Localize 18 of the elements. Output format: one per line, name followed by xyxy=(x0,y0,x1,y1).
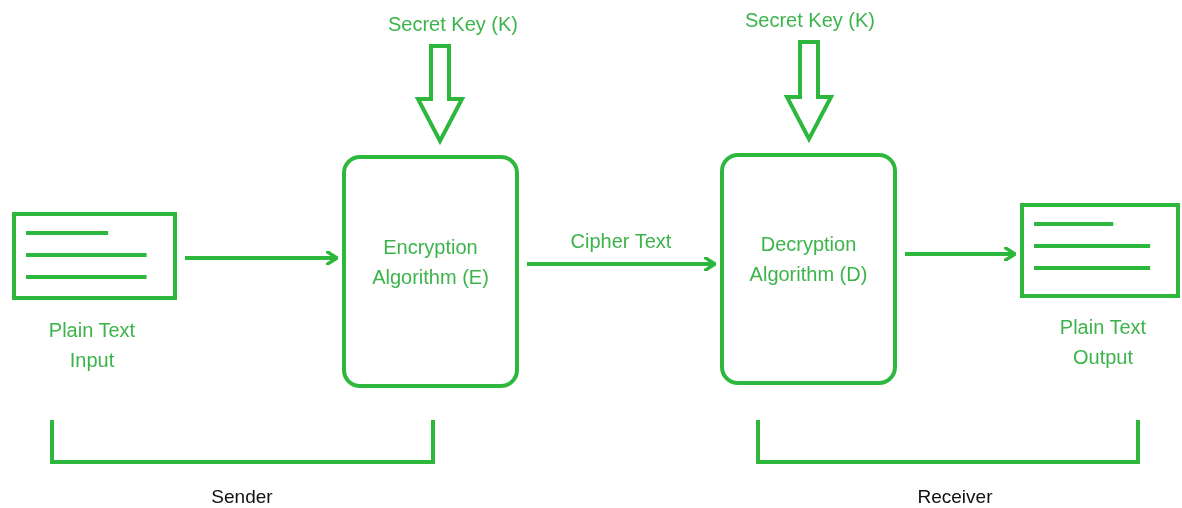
document-caption: Plain Text Output xyxy=(1058,315,1148,370)
hollow-arrow xyxy=(414,44,466,146)
group-label: Sender xyxy=(210,485,274,508)
document-icon xyxy=(12,212,177,300)
arrow xyxy=(905,245,1017,263)
process-box xyxy=(720,153,897,385)
key-label: Secret Key (K) xyxy=(722,4,898,36)
box-label: Encryption Algorithm (E) xyxy=(371,234,490,290)
arrow xyxy=(185,249,339,267)
group-label: Receiver xyxy=(916,485,994,508)
key-label: Secret Key (K) xyxy=(365,8,541,40)
document-icon xyxy=(1020,203,1180,298)
box-label: Decryption Algorithm (D) xyxy=(748,232,869,287)
document-caption: Plain Text Input xyxy=(47,318,137,373)
arrow xyxy=(527,255,717,273)
hollow-arrow xyxy=(783,40,835,144)
edge-label: Cipher Text xyxy=(569,229,673,254)
process-box xyxy=(342,155,519,388)
